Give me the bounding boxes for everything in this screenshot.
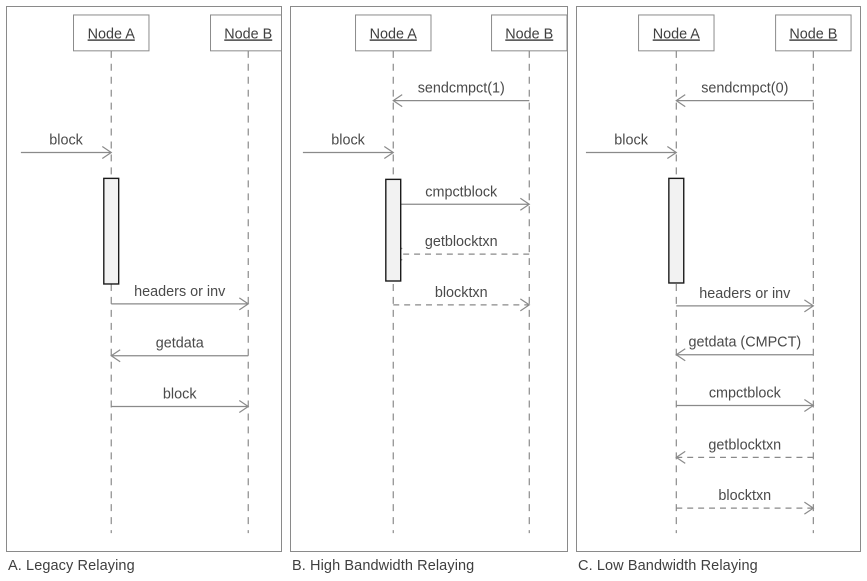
participant-box (210, 14, 281, 52)
message-getblocktxn: getblocktxn (675, 437, 814, 464)
message-label: blocktxn (435, 285, 488, 301)
message-label: getblocktxn (708, 437, 781, 453)
arrowhead-icon (110, 349, 121, 363)
panel-caption-c: C. Low Bandwidth Relaying (578, 558, 758, 574)
message-block: block (302, 132, 395, 159)
message-headers-or-inv: headers or inv (676, 286, 815, 313)
panel-legacy-relaying-canvas: block headers or inv getdata block Node A Nod… (20, 14, 281, 534)
participant-label: Node B (224, 26, 272, 42)
participant-node-b: Node B (775, 14, 852, 52)
panel-low-bandwidth-relaying: sendcmpct(0) block headers or inv getdata (… (576, 6, 861, 552)
message-label: cmpctblock (709, 386, 782, 402)
participant-box (355, 14, 432, 52)
message-label: cmpctblock (425, 184, 498, 200)
arrowhead-icon (675, 94, 686, 108)
participant-label: Node A (88, 26, 136, 42)
arrowhead-icon (238, 400, 250, 414)
participant-node-a: Node A (73, 14, 150, 52)
participant-node-b: Node B (491, 14, 567, 52)
message-label: block (331, 132, 365, 148)
participant-label: Node B (789, 26, 837, 42)
panel-caption-a: A. Legacy Relaying (8, 558, 135, 574)
panel-high-bandwidth-relaying-canvas: sendcmpct(1) block cmpctblock getblocktxn bl… (302, 14, 567, 534)
participant-label: Node A (370, 26, 418, 42)
message-label: sendcmpct(1) (418, 81, 505, 97)
arrowhead-icon (804, 399, 815, 413)
arrowhead-icon (392, 94, 403, 108)
panel-high-bandwidth-relaying: sendcmpct(1) block cmpctblock getblocktxn bl… (290, 6, 568, 552)
arrowhead-icon (804, 501, 815, 515)
panel-low-bandwidth-relaying-canvas: sendcmpct(0) block headers or inv getdata (… (585, 14, 852, 534)
participant-box (638, 14, 715, 52)
arrowhead-icon (101, 145, 113, 159)
participant-node-a: Node A (355, 14, 432, 52)
activation-bar-node-a (668, 177, 685, 284)
message-sendcmpct-1: sendcmpct(1) (392, 81, 530, 108)
message-block: block (111, 387, 250, 414)
message-getblocktxn: getblocktxn (392, 234, 530, 261)
message-cmpctblock: cmpctblock (393, 184, 531, 211)
message-label: block (49, 132, 83, 148)
message-getdata-cmpct: getdata (CMPCT) (675, 335, 814, 362)
message-headers-or-inv: headers or inv (111, 284, 250, 311)
participant-box (491, 14, 567, 52)
message-block: block (20, 132, 113, 159)
message-getdata: getdata (110, 336, 249, 363)
message-cmpctblock: cmpctblock (676, 386, 815, 413)
message-label: getblocktxn (425, 234, 498, 250)
participant-node-b: Node B (210, 14, 281, 52)
message-label: getdata (CMPCT) (688, 335, 801, 351)
participant-box (73, 14, 150, 52)
participant-label: Node A (653, 26, 701, 42)
panel-legacy-relaying: block headers or inv getdata block Node A Nod… (6, 6, 282, 552)
message-label: headers or inv (134, 284, 226, 300)
arrowhead-icon (675, 348, 686, 362)
message-blocktxn: blocktxn (676, 488, 815, 515)
message-label: getdata (156, 336, 205, 352)
activation-bar-node-a (385, 178, 402, 282)
message-sendcmpct-0: sendcmpct(0) (675, 81, 814, 108)
message-label: block (614, 132, 648, 148)
arrowhead-icon (383, 145, 395, 159)
arrowhead-icon (804, 299, 815, 313)
message-label: blocktxn (718, 488, 771, 504)
participant-node-a: Node A (638, 14, 715, 52)
message-label: block (163, 387, 197, 403)
panel-caption-b: B. High Bandwidth Relaying (292, 558, 475, 574)
message-blocktxn: blocktxn (393, 285, 531, 312)
arrowhead-icon (238, 297, 250, 311)
activation-bar-node-a (103, 177, 120, 285)
message-label: headers or inv (699, 286, 791, 302)
participant-box (775, 14, 852, 52)
arrowhead-icon (667, 145, 678, 159)
arrowhead-icon (520, 197, 531, 211)
message-block: block (585, 132, 678, 159)
participant-label: Node B (505, 26, 553, 42)
arrowhead-icon (520, 298, 531, 312)
message-label: sendcmpct(0) (701, 81, 788, 97)
arrowhead-icon (675, 450, 686, 464)
